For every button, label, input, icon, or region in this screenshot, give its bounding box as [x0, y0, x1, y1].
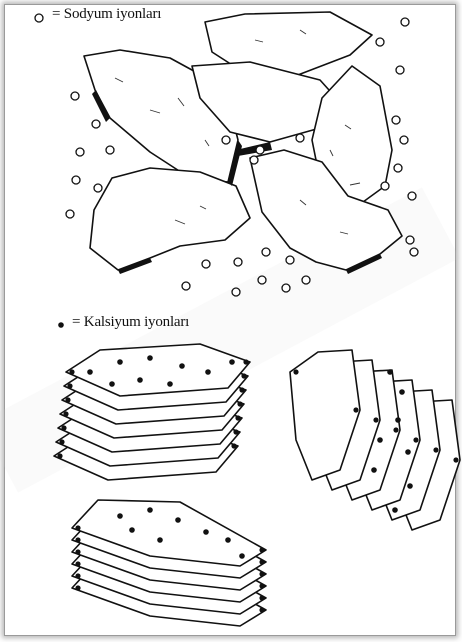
calcium-ion	[239, 387, 244, 392]
calcium-ion	[203, 529, 209, 535]
sodium-ion	[250, 156, 258, 164]
calcium-ion	[59, 439, 64, 444]
sodium-ion	[394, 164, 402, 172]
sodium-ion	[396, 66, 404, 74]
sodium-ion	[381, 182, 389, 190]
sodium-ion	[410, 248, 418, 256]
sodium-legend-symbol	[35, 14, 43, 22]
sodium-ion	[408, 192, 416, 200]
calcium-ion	[241, 373, 246, 378]
calcium-ion	[392, 507, 398, 513]
calcium-ion	[225, 537, 231, 543]
sodium-ion	[256, 146, 264, 154]
calcium-ion	[67, 383, 72, 388]
sodium-ion	[182, 282, 190, 290]
calcium-ion	[259, 595, 264, 600]
calcium-ion	[205, 369, 211, 375]
calcium-ion	[63, 411, 68, 416]
sodium-ion	[94, 184, 102, 192]
calcium-ion	[237, 401, 242, 406]
sodium-ion	[392, 116, 400, 124]
calcium-stack-left-top	[54, 344, 250, 480]
calcium-ion	[117, 513, 123, 519]
calcium-stack-left-bottom	[72, 500, 266, 626]
sodium-ion	[286, 256, 294, 264]
calcium-ion	[433, 447, 438, 452]
sodium-ion	[76, 148, 84, 156]
calcium-ion	[393, 427, 398, 432]
calcium-ion	[61, 425, 66, 430]
sodium-ion	[71, 92, 79, 100]
calcium-ion	[157, 537, 163, 543]
sodium-ion	[222, 136, 230, 144]
sodium-ion	[232, 288, 240, 296]
calcium-ion	[75, 537, 80, 542]
sodium-ion	[262, 248, 270, 256]
calcium-ion	[259, 571, 264, 576]
calcium-ion	[259, 547, 264, 552]
calcium-ion	[65, 397, 70, 402]
calcium-ion	[453, 457, 458, 462]
sodium-ion	[296, 134, 304, 142]
calcium-ion	[259, 607, 264, 612]
calcium-ion	[293, 369, 298, 374]
calcium-ion	[373, 417, 378, 422]
calcium-ion	[75, 525, 80, 530]
calcium-ion	[137, 377, 143, 383]
calcium-legend-symbol	[58, 322, 64, 328]
calcium-ion	[75, 573, 80, 578]
calcium-stack-right	[290, 350, 460, 530]
sodium-legend-label: = Sodyum iyonları	[52, 6, 161, 23]
calcium-ion	[229, 359, 235, 365]
calcium-ion	[353, 407, 358, 412]
calcium-ion	[259, 583, 264, 588]
calcium-ion	[175, 517, 181, 523]
calcium-ion	[179, 363, 185, 369]
calcium-ion	[129, 527, 135, 533]
calcium-ion	[377, 437, 383, 443]
calcium-ion	[69, 369, 74, 374]
calcium-ion	[233, 429, 238, 434]
calcium-ion	[75, 585, 80, 590]
sodium-ion	[72, 176, 80, 184]
calcium-ion	[167, 381, 173, 387]
calcium-ion	[109, 381, 115, 387]
calcium-legend-label: = Kalsiyum iyonları	[72, 314, 189, 331]
sodium-ion	[302, 276, 310, 284]
calcium-ion	[243, 359, 248, 364]
calcium-ion	[399, 389, 405, 395]
calcium-ion	[405, 449, 411, 455]
sodium-ion	[92, 120, 100, 128]
calcium-ion	[413, 437, 418, 442]
sodium-ion	[401, 18, 409, 26]
sodium-ion	[258, 276, 266, 284]
calcium-ion	[57, 453, 62, 458]
calcium-ion	[387, 369, 393, 375]
sodium-ion	[66, 210, 74, 218]
clay-plate	[90, 168, 250, 270]
calcium-ion	[117, 359, 123, 365]
sodium-ion	[400, 136, 408, 144]
calcium-ion	[87, 369, 93, 375]
sodium-ion	[282, 284, 290, 292]
sodium-dispersed-plates	[84, 12, 402, 274]
calcium-ion	[239, 553, 245, 559]
sodium-ion	[202, 260, 210, 268]
calcium-ion	[407, 483, 413, 489]
calcium-ion	[371, 467, 377, 473]
calcium-ion	[231, 443, 236, 448]
calcium-ion	[75, 561, 80, 566]
calcium-ion	[75, 549, 80, 554]
calcium-ion	[147, 355, 153, 361]
calcium-ion	[395, 417, 401, 423]
calcium-ion	[235, 415, 240, 420]
sodium-ion	[106, 146, 114, 154]
calcium-ion	[259, 559, 264, 564]
sodium-ion	[376, 38, 384, 46]
calcium-ion	[147, 507, 153, 513]
sodium-ion	[406, 236, 414, 244]
sodium-ion	[234, 258, 242, 266]
